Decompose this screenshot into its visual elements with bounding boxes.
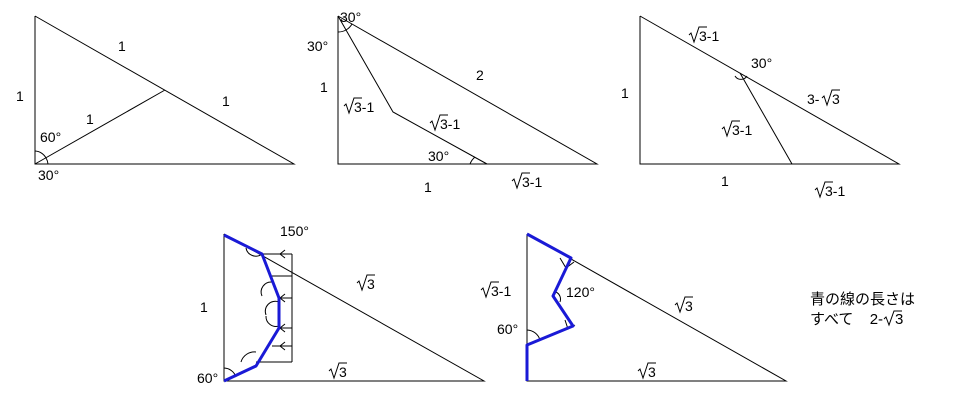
label-1-bottom: 1 [424, 179, 432, 195]
label-120deg: 120° [566, 284, 595, 300]
label-sqrt3-hyp: 3 [356, 274, 375, 292]
label-60deg: 60° [497, 321, 518, 337]
svg-text:3-1: 3-1 [732, 122, 752, 138]
label-1-right: 1 [222, 93, 230, 109]
label-1-left: 1 [320, 79, 328, 95]
angle-arc-top-b [345, 23, 353, 31]
label-1-bottom: 1 [721, 173, 729, 189]
svg-text:3-1: 3-1 [699, 28, 719, 44]
caption-value-tail: 3 [895, 311, 904, 328]
label-30deg: 30° [38, 167, 59, 183]
sqrt-sign-icon [883, 310, 903, 327]
angle-arc-30 [45, 157, 49, 165]
label-30deg-top: 30° [340, 9, 361, 25]
svg-text:3: 3 [339, 364, 347, 380]
triangle-4: 150° 1 3 3 60° [197, 223, 486, 386]
angle-arc-60 [34, 150, 47, 159]
blue-zigzag-path-2 [525, 232, 575, 381]
caption-all-text: すべて [810, 311, 854, 328]
svg-text:3-1: 3-1 [522, 174, 542, 190]
label-sqrt3-bottom: 3 [328, 362, 347, 380]
label-30deg-left: 30° [307, 38, 328, 54]
angle-arc-30 [734, 75, 748, 80]
svg-text:3: 3 [685, 298, 693, 314]
cevian-line [739, 72, 793, 165]
label-60deg: 60° [197, 370, 218, 386]
label-sqrt3-bottom: 3 [637, 362, 656, 380]
blue-zigzag-path-1 [223, 233, 281, 383]
triangle-1: 1 1 1 1 60° 30° [16, 15, 296, 183]
caption-note: 青の線の長さは すべて 2- 3 [810, 290, 915, 329]
triangle-5: 3-1 120° 60° 3 3 [480, 232, 788, 382]
label-sqrt3m1-left: 3-1 [480, 281, 511, 299]
label-sqrt3m1-inner-right: 3-1 [429, 114, 460, 132]
svg-text:3: 3 [648, 364, 656, 380]
label-sqrt3m1-inner-left: 3-1 [343, 97, 374, 115]
svg-text:3-1: 3-1 [825, 183, 845, 199]
svg-text:3: 3 [832, 91, 840, 107]
label-1-left: 1 [16, 88, 24, 104]
label-30deg-bottom: 30° [428, 148, 449, 164]
label-sqrt3-hyp: 3 [674, 296, 693, 314]
angle-arc-top-a [337, 29, 347, 33]
label-1-left: 1 [200, 299, 208, 315]
caption-value: 2- [869, 311, 884, 328]
svg-text:3-1: 3-1 [491, 283, 511, 299]
triangle-2: 30° 30° 1 2 3-1 3-1 30° 1 3-1 [307, 9, 599, 195]
label-sqrt3m1-inner: 3-1 [721, 120, 752, 138]
label-1-median: 1 [86, 111, 94, 127]
label-3-minus-sqrt3: 3- 3 [807, 89, 840, 107]
label-60deg: 60° [40, 129, 61, 145]
triangle-3: 3-1 30° 1 3- 3 3-1 1 3-1 [621, 15, 901, 199]
label-150deg: 150° [280, 223, 309, 239]
svg-text:3-1: 3-1 [440, 116, 460, 132]
label-sqrt3m1-bottom: 3-1 [814, 181, 845, 199]
label-2: 2 [476, 67, 484, 83]
svg-text:3-1: 3-1 [354, 99, 374, 115]
caption-line-2: すべて 2- 3 [810, 309, 915, 329]
label-sqrt3m1-bottom: 3-1 [511, 172, 542, 190]
caption-line-1: 青の線の長さは [810, 291, 916, 308]
median-line [34, 89, 166, 165]
label-1-top: 1 [118, 38, 126, 54]
svg-text:3-: 3- [807, 91, 820, 107]
label-1-left: 1 [621, 85, 629, 101]
label-sqrt3m1-top: 3-1 [688, 26, 719, 44]
label-30deg: 30° [751, 55, 772, 71]
svg-text:3: 3 [367, 276, 375, 292]
angle-arc-bottom [469, 156, 476, 165]
